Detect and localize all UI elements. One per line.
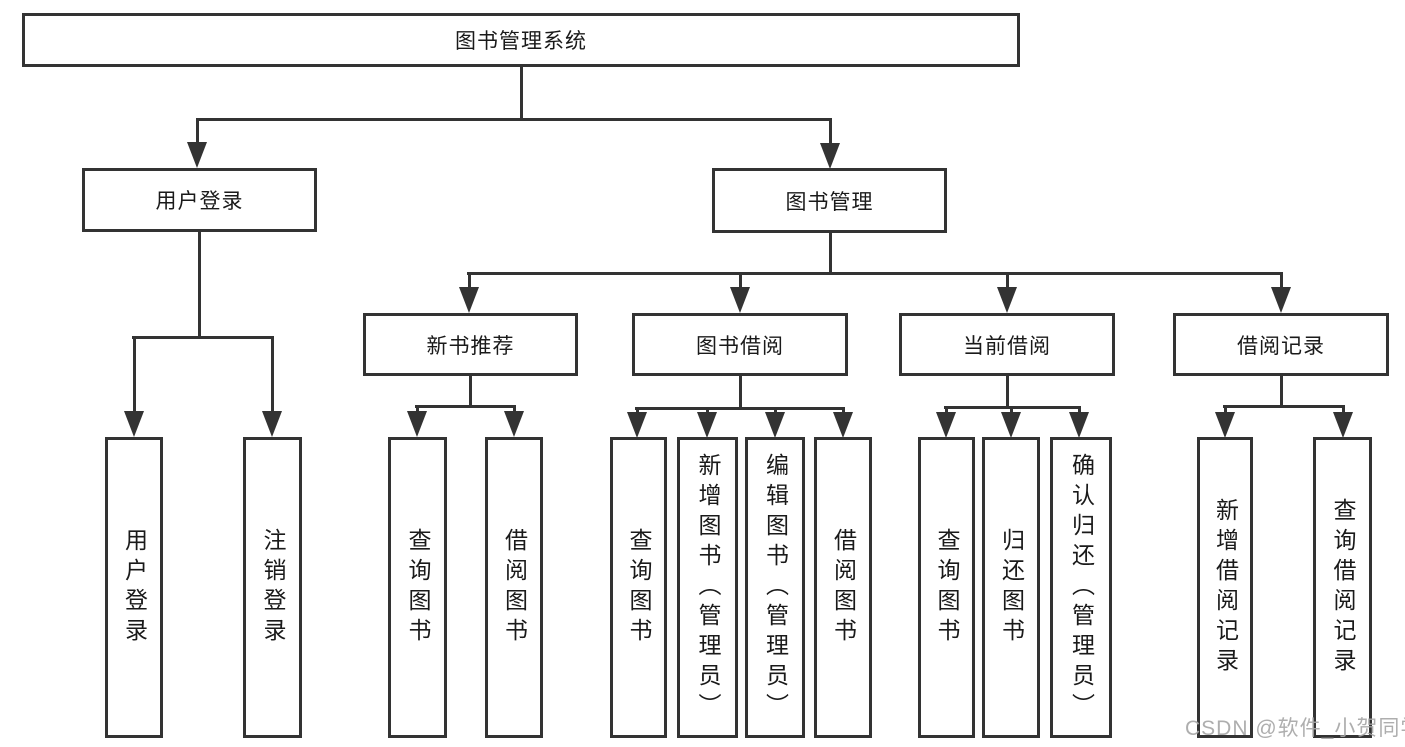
leaf-query-books: 查询图书 <box>610 437 667 738</box>
connector-arrow-icon <box>997 272 1017 313</box>
connector-arrow-icon <box>1069 406 1089 438</box>
connector-arrow-icon <box>627 407 647 438</box>
watermark: CSDN @软件_小贺同学 <box>1185 717 1405 740</box>
connector-arrow-icon <box>262 336 282 437</box>
connector-arrow-icon <box>936 406 956 438</box>
leaf-return-books: 归还图书 <box>982 437 1040 738</box>
connector-arrow-icon <box>730 272 750 313</box>
connector-arrow-icon <box>697 407 717 438</box>
connector-line <box>415 405 516 408</box>
leaf-query-borrow-record: 查询借阅记录 <box>1313 437 1372 738</box>
leaf-logout: 注销登录 <box>243 437 302 738</box>
leaf-user-login: 用户登录 <box>105 437 163 738</box>
connector-arrow-icon <box>1001 406 1021 438</box>
connector-line <box>1280 374 1283 408</box>
node-user-login: 用户登录 <box>82 168 317 232</box>
connector-arrow-icon <box>124 336 144 437</box>
connector-arrow-icon <box>833 407 853 438</box>
connector-line <box>944 406 1081 409</box>
node-book-management: 图书管理 <box>712 168 947 233</box>
connector-arrow-icon <box>504 405 524 437</box>
leaf-query-books: 查询图书 <box>918 437 975 738</box>
connector-arrow-icon <box>407 405 427 437</box>
connector-line <box>829 230 832 275</box>
connector-arrow-icon <box>765 407 785 438</box>
node-current-borrow: 当前借阅 <box>899 313 1115 376</box>
node-borrow-records: 借阅记录 <box>1173 313 1389 376</box>
connector-arrow-icon <box>820 118 840 169</box>
connector-line <box>132 336 274 339</box>
connector-arrow-icon <box>459 272 479 313</box>
leaf-borrow-books: 借阅图书 <box>485 437 543 738</box>
connector-line <box>1223 405 1345 408</box>
connector-line <box>467 272 1283 275</box>
leaf-add-books-admin: 新增图书（管理员） <box>677 437 738 738</box>
connector-arrow-icon <box>187 118 207 168</box>
connector-line <box>739 374 742 410</box>
connector-line <box>635 407 845 410</box>
connector-line <box>520 65 523 121</box>
connector-line <box>1006 374 1009 409</box>
connector-line <box>198 229 201 339</box>
connector-line <box>469 374 472 408</box>
connector-arrow-icon <box>1271 272 1291 313</box>
leaf-query-books: 查询图书 <box>388 437 447 738</box>
node-library-management-system: 图书管理系统 <box>22 13 1020 67</box>
node-book-borrow: 图书借阅 <box>632 313 848 376</box>
leaf-add-borrow-record: 新增借阅记录 <box>1197 437 1253 738</box>
leaf-borrow-books: 借阅图书 <box>814 437 872 738</box>
leaf-edit-books-admin: 编辑图书（管理员） <box>745 437 805 738</box>
connector-arrow-icon <box>1333 405 1353 438</box>
connector-arrow-icon <box>1215 405 1235 438</box>
node-new-book-recommend: 新书推荐 <box>363 313 578 376</box>
connector-line <box>196 118 832 121</box>
leaf-confirm-return-admin: 确认归还（管理员） <box>1050 437 1112 738</box>
